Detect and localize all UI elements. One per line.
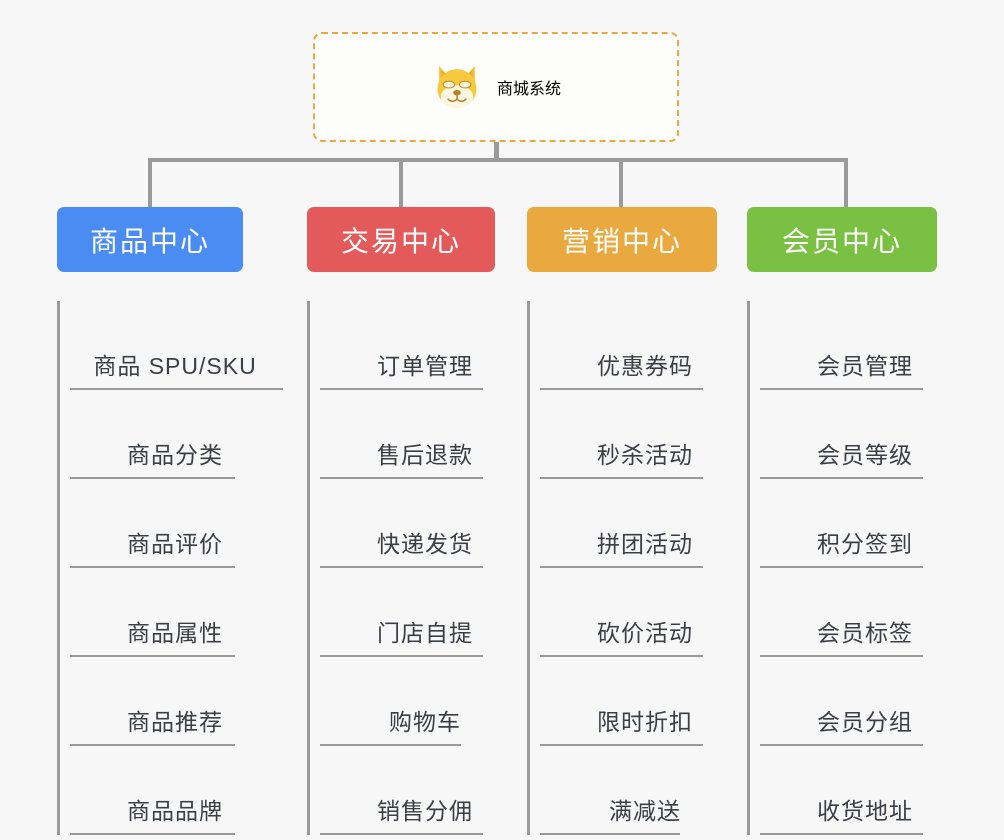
leaf-item-underline (540, 833, 680, 835)
leaf-item-underline (760, 477, 923, 479)
leaf-list-product-center: 商品 SPU/SKU 商品分类商品评价商品属性商品推荐商品品牌 (57, 301, 283, 835)
leaf-item-underline (540, 388, 703, 390)
leaf-item[interactable]: 售后退款 (320, 390, 527, 479)
category-header-marketing-center[interactable]: 营销中心 (527, 207, 717, 272)
leaf-item[interactable]: 商品属性 (70, 568, 277, 657)
leaf-item-underline (760, 388, 923, 390)
leaf-item[interactable]: 积分签到 (760, 479, 967, 568)
leaf-item-underline (70, 566, 235, 568)
leaf-item[interactable]: 会员分组 (760, 657, 967, 746)
leaf-item[interactable]: 拼团活动 (540, 479, 747, 568)
leaf-item[interactable]: 满减送 (540, 746, 747, 835)
leaf-item-underline (320, 833, 483, 835)
leaf-item-label: 快递发货 (377, 531, 473, 557)
leaf-item-label: 会员管理 (817, 353, 913, 379)
column-member-center: 会员中心会员管理会员等级积分签到会员标签会员分组收货地址 (747, 207, 967, 835)
leaf-item-underline (760, 566, 923, 568)
leaf-item[interactable]: 快递发货 (320, 479, 527, 568)
leaf-item-label: 商品属性 (127, 620, 223, 646)
leaf-item-underline (320, 477, 483, 479)
root-title: 商城系统 (496, 81, 561, 98)
leaf-item-label: 商品品牌 (127, 798, 223, 824)
leaf-item-underline (540, 744, 703, 746)
leaf-item-underline (540, 566, 703, 568)
leaf-item[interactable]: 商品品牌 (70, 746, 277, 835)
leaf-item-label: 门店自提 (377, 620, 473, 646)
leaf-list-member-center: 会员管理会员等级积分签到会员标签会员分组收货地址 (747, 301, 967, 835)
leaf-list-trade-center: 订单管理售后退款快递发货门店自提购物车销售分佣 (307, 301, 527, 835)
leaf-item-label: 限时折扣 (597, 709, 693, 735)
leaf-item[interactable]: 门店自提 (320, 568, 527, 657)
leaf-item[interactable]: 砍价活动 (540, 568, 747, 657)
leaf-item-label: 商品 SPU/SKU (93, 353, 257, 379)
leaf-item-underline (70, 388, 283, 390)
column-marketing-center: 营销中心优惠券码秒杀活动拼团活动砍价活动限时折扣满减送 (527, 207, 747, 835)
leaf-item-label: 收货地址 (817, 798, 913, 824)
leaf-item-label: 积分签到 (817, 531, 913, 557)
leaf-item[interactable]: 订单管理 (320, 301, 527, 390)
leaf-item-underline (320, 744, 461, 746)
leaf-item[interactable]: 优惠券码 (540, 301, 747, 390)
leaf-item-label: 砍价活动 (597, 620, 693, 646)
category-header-trade-center[interactable]: 交易中心 (307, 207, 495, 272)
leaf-item[interactable]: 商品分类 (70, 390, 277, 479)
leaf-list-marketing-center: 优惠券码秒杀活动拼团活动砍价活动限时折扣满减送 (527, 301, 747, 835)
leaf-item[interactable]: 销售分佣 (320, 746, 527, 835)
leaf-item[interactable]: 商品推荐 (70, 657, 277, 746)
leaf-item-label: 订单管理 (377, 353, 473, 379)
leaf-item-underline (540, 655, 703, 657)
leaf-item[interactable]: 收货地址 (760, 746, 967, 835)
leaf-item-label: 会员标签 (817, 620, 913, 646)
leaf-item-label: 会员分组 (817, 709, 913, 735)
leaf-item-underline (70, 655, 235, 657)
leaf-item-label: 优惠券码 (597, 353, 693, 379)
leaf-item-underline (760, 833, 923, 835)
leaf-item[interactable]: 商品 SPU/SKU (70, 301, 283, 390)
leaf-item-underline (70, 744, 235, 746)
leaf-item-label: 销售分佣 (377, 798, 473, 824)
leaf-item[interactable]: 限时折扣 (540, 657, 747, 746)
leaf-item-label: 商品评价 (127, 531, 223, 557)
connector-drop-trade-center (399, 158, 403, 207)
shiba-dog-face-icon (437, 65, 477, 109)
leaf-item-underline (70, 833, 235, 835)
leaf-item[interactable]: 购物车 (320, 657, 527, 746)
column-product-center: 商品中心商品 SPU/SKU 商品分类商品评价商品属性商品推荐商品品牌 (57, 207, 283, 835)
leaf-item[interactable]: 商品评价 (70, 479, 277, 568)
connector-drop-marketing-center (619, 158, 623, 207)
leaf-item-underline (320, 388, 483, 390)
leaf-item-label: 商品推荐 (127, 709, 223, 735)
leaf-item[interactable]: 会员管理 (760, 301, 967, 390)
leaf-item-label: 购物车 (389, 709, 461, 735)
root-node[interactable]: 商城系统 (313, 32, 679, 142)
leaf-item-underline (320, 566, 483, 568)
leaf-item-underline (320, 655, 483, 657)
leaf-item-label: 会员等级 (817, 442, 913, 468)
connector-horizontal-bus (148, 158, 848, 162)
category-header-member-center[interactable]: 会员中心 (747, 207, 937, 272)
leaf-item[interactable]: 秒杀活动 (540, 390, 747, 479)
leaf-item-label: 满减送 (609, 798, 681, 824)
connector-drop-product-center (148, 158, 152, 207)
leaf-item-underline (760, 655, 923, 657)
leaf-item-underline (540, 477, 703, 479)
leaf-item-label: 商品分类 (127, 442, 223, 468)
connector-drop-member-center (844, 158, 848, 207)
leaf-item-underline (760, 744, 923, 746)
leaf-item-label: 售后退款 (377, 442, 473, 468)
leaf-item-underline (70, 477, 235, 479)
leaf-item[interactable]: 会员等级 (760, 390, 967, 479)
leaf-item-label: 拼团活动 (597, 531, 693, 557)
connector-root-stem (494, 142, 499, 162)
column-trade-center: 交易中心订单管理售后退款快递发货门店自提购物车销售分佣 (307, 207, 527, 835)
leaf-item[interactable]: 会员标签 (760, 568, 967, 657)
leaf-item-label: 秒杀活动 (597, 442, 693, 468)
category-header-product-center[interactable]: 商品中心 (57, 207, 243, 272)
